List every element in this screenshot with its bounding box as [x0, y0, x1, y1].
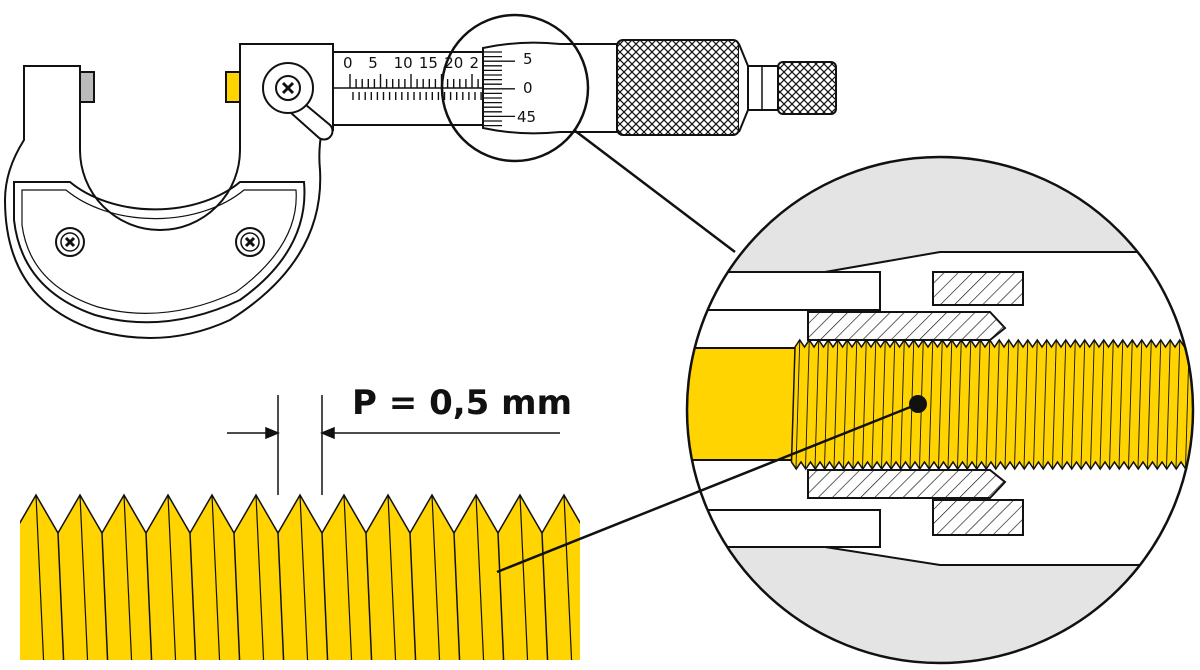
sleeve-label: 10 — [394, 54, 413, 72]
thread-flank — [1090, 340, 1095, 469]
thread-flank — [871, 340, 877, 469]
thread-flank — [900, 340, 905, 469]
sleeve-label: 15 — [419, 54, 438, 72]
thread-flank — [1166, 340, 1171, 469]
thread-flank — [862, 340, 867, 469]
thread-root-line — [233, 532, 241, 660]
thread-flank — [957, 340, 962, 469]
thread-root-line — [453, 532, 461, 660]
thread-flank — [1147, 340, 1152, 469]
thread-flank — [928, 340, 934, 469]
thread-crest-line — [255, 494, 265, 660]
thread-teeth — [20, 493, 580, 660]
thread-crest-line — [431, 494, 441, 660]
thread-flank — [1052, 340, 1057, 469]
thread-flank — [1156, 340, 1162, 469]
thread-flank — [1014, 340, 1019, 469]
thread-flank — [852, 340, 858, 469]
thread-flank — [795, 340, 801, 469]
thread-crest-line — [211, 494, 221, 660]
zoom-circle — [685, 155, 1195, 665]
thimble-label-45: 45 — [517, 108, 536, 126]
thread-flank — [938, 340, 943, 469]
thread-root-line — [365, 532, 373, 660]
thread-flank — [1118, 340, 1124, 469]
thread-flank — [1137, 340, 1143, 469]
thread-crest-line — [35, 494, 45, 660]
ratchet-knob — [777, 61, 837, 115]
thread-crest-line — [299, 494, 309, 660]
thread-flank — [1033, 340, 1038, 469]
thread-flank — [966, 340, 972, 469]
thimble-label-0: 0 — [523, 79, 533, 97]
thread-flank — [1061, 340, 1067, 469]
thread-flank — [881, 340, 886, 469]
thread-crest-line — [475, 494, 485, 660]
screw-left-icon — [55, 227, 85, 257]
thread-root-line — [586, 533, 592, 670]
thread-flank — [805, 340, 810, 469]
thread-flank — [1023, 340, 1029, 469]
thread-flank — [1128, 340, 1133, 469]
lock-lever — [262, 62, 334, 141]
thread-flank — [985, 340, 991, 469]
thread-flank — [1004, 340, 1010, 469]
thread-flank — [1195, 341, 1199, 468]
sleeve-label: 0 — [343, 54, 353, 72]
thread-crest-line — [519, 494, 529, 660]
thread-flank — [1042, 340, 1048, 469]
sleeve-label: 2 — [470, 54, 480, 72]
thread-crest-line — [79, 494, 89, 660]
thread-flank — [843, 340, 848, 469]
thread-profile — [20, 493, 636, 670]
thread-root-line — [189, 532, 197, 660]
knurled-grip — [616, 39, 740, 136]
pointer-line — [496, 402, 919, 574]
thimble-label-5: 5 — [523, 50, 533, 68]
thread-crest-line — [343, 494, 353, 660]
thread-crest-line — [167, 494, 177, 660]
thread-root-line — [101, 532, 109, 660]
zoom-detail — [687, 157, 1199, 663]
thread-root-line — [541, 532, 549, 660]
magnifier-connector — [573, 129, 736, 253]
thread-crest-line — [123, 494, 133, 660]
thread-crest-line — [608, 495, 616, 670]
pitch-label: P = 0,5 mm — [352, 383, 572, 423]
screw-right-icon — [235, 227, 265, 257]
thimble-ticks — [483, 51, 515, 127]
thread-flank — [1071, 340, 1076, 469]
pitch-dimension — [227, 395, 560, 495]
sleeve-label: 5 — [368, 54, 378, 72]
thread-flank — [814, 340, 820, 469]
thread-flank — [890, 340, 896, 469]
thread-root-line — [409, 532, 417, 660]
thread-root-line — [321, 532, 329, 660]
thread-flank — [995, 340, 1000, 469]
thread-flank — [947, 340, 953, 469]
thread-flank — [833, 340, 839, 469]
thread-crest-line — [387, 494, 397, 660]
thread-flank — [1099, 340, 1105, 469]
thread-flank — [1080, 340, 1086, 469]
spindle-thread — [790, 338, 1199, 471]
pointer-dot — [909, 395, 927, 413]
micrometer-frame — [3, 43, 334, 339]
thread-flank — [824, 340, 829, 469]
thread-flank — [1109, 340, 1114, 469]
magnifier-circle — [440, 13, 590, 163]
thread-root-line — [57, 532, 65, 660]
thread-root-line — [277, 532, 285, 660]
thread-flank — [976, 340, 981, 469]
thread-flank — [1175, 340, 1181, 469]
thread-root-line — [145, 532, 153, 660]
thread-root-line — [630, 533, 636, 670]
thread-crest-line — [563, 494, 573, 660]
thread-root-line — [497, 532, 505, 660]
thimble: 5 0 45 — [482, 39, 837, 136]
